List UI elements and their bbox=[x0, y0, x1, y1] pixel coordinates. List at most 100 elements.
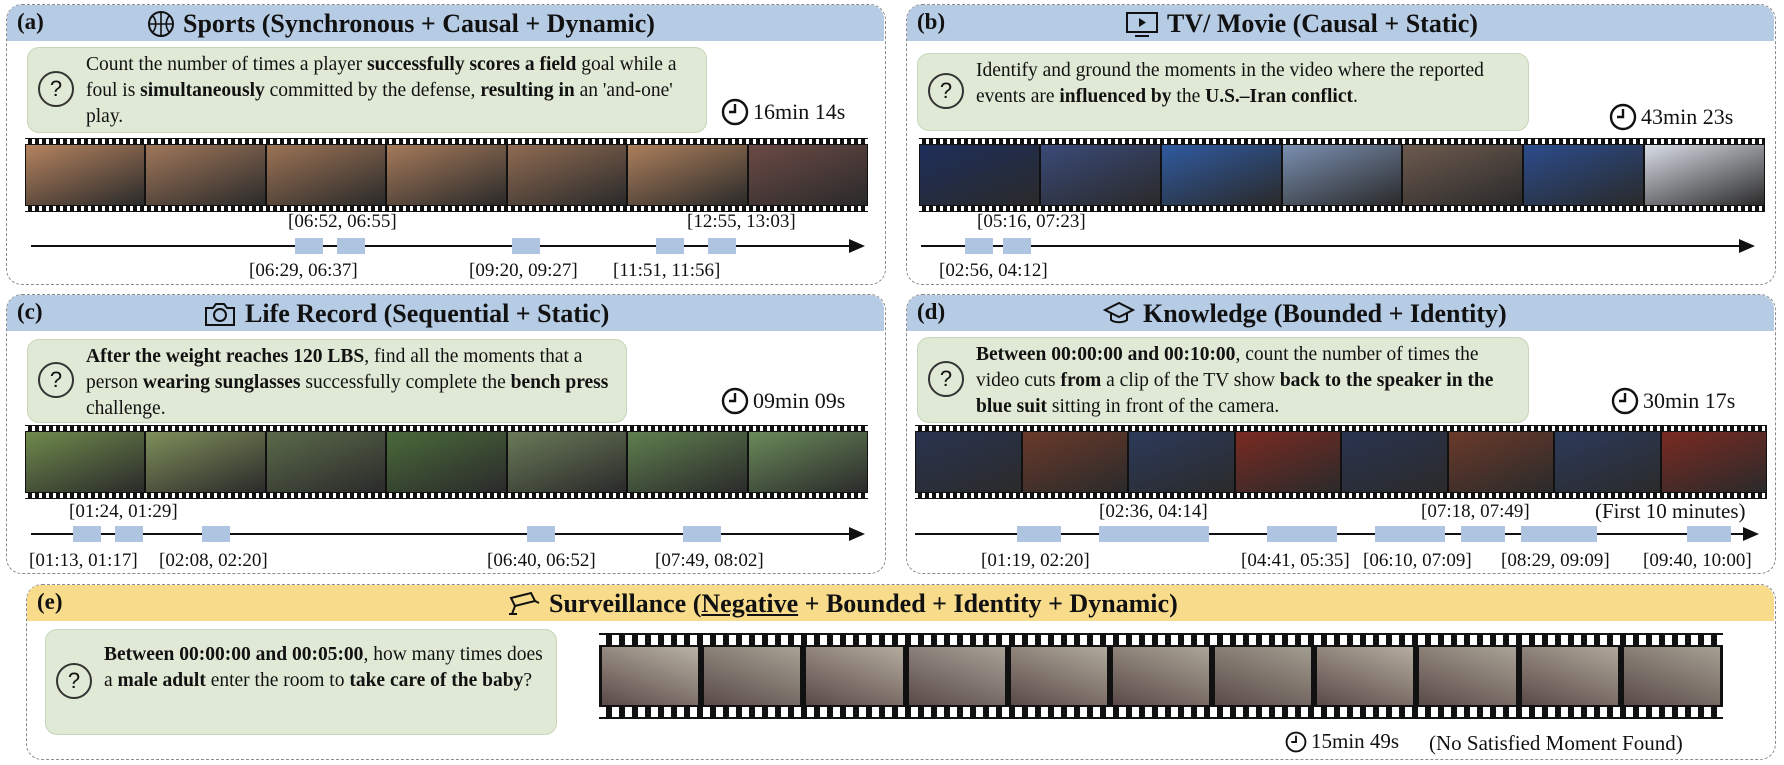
timeline-arrow bbox=[1743, 527, 1759, 541]
video-frame bbox=[26, 432, 145, 492]
panel-title: Surveillance (Negative + Bounded + Ident… bbox=[507, 589, 1178, 619]
question-text-run: committed by the defense, bbox=[264, 80, 481, 101]
question-icon: ? bbox=[56, 663, 92, 699]
video-frame bbox=[1282, 145, 1402, 205]
question-text-run: bench press bbox=[510, 372, 609, 393]
duration-text: 43min 23s bbox=[1641, 104, 1734, 129]
video-frame bbox=[146, 432, 265, 492]
ground-truth-segment bbox=[202, 526, 230, 542]
question-text-run: goal while a foul is bbox=[86, 54, 677, 101]
question-text-run: , find all the moments that a person bbox=[86, 346, 583, 393]
cctv-camera-icon bbox=[509, 591, 540, 615]
ground-truth-segment bbox=[295, 238, 323, 254]
graduation-cap-icon bbox=[1103, 301, 1135, 324]
segment-label: [11:51, 11:56] bbox=[613, 260, 721, 281]
video-frame bbox=[1419, 647, 1516, 705]
video-frame bbox=[1040, 145, 1160, 205]
ground-truth-segment bbox=[656, 238, 684, 254]
timeline-arrow bbox=[849, 239, 865, 253]
ground-truth-segment bbox=[1003, 238, 1031, 254]
duration-text: 30min 17s bbox=[1643, 388, 1736, 413]
ground-truth-segment bbox=[683, 526, 721, 542]
video-frame bbox=[1448, 432, 1553, 492]
question-text-run: influenced by bbox=[1059, 86, 1172, 107]
question-icon: ? bbox=[38, 71, 74, 107]
question-text-run: U.S.–Iran conflict bbox=[1205, 86, 1353, 107]
question-text-run: Between 00:00:00 and 00:05:00 bbox=[104, 644, 364, 665]
video-frame bbox=[806, 647, 903, 705]
question-text-run: . bbox=[1352, 86, 1358, 107]
panel-tag: (d) bbox=[917, 299, 946, 324]
panel-header bbox=[907, 5, 1774, 41]
segment-label: [01:19, 02:20] bbox=[981, 550, 1090, 571]
question-text-run: wearing sunglasses bbox=[142, 372, 301, 393]
question-text-run: an 'and-one' play. bbox=[86, 80, 673, 127]
segment-label: [09:40, 10:00] bbox=[1643, 550, 1752, 571]
timeline-axis bbox=[31, 533, 851, 535]
video-frame bbox=[1555, 432, 1660, 492]
ground-truth-segment bbox=[115, 526, 143, 542]
video-frame bbox=[1022, 432, 1127, 492]
ground-truth-segment bbox=[512, 238, 540, 254]
question-box: ? Count the number of times a player suc… bbox=[27, 47, 707, 133]
video-frame bbox=[628, 432, 747, 492]
question-text-run: Between 00:00:00 and 00:10:00 bbox=[976, 344, 1236, 365]
video-frame-strip bbox=[25, 425, 868, 499]
ground-truth-segment bbox=[1017, 526, 1061, 542]
segment-label: [06:10, 07:09] bbox=[1363, 550, 1472, 571]
question-text-run: challenge. bbox=[86, 398, 166, 419]
panel-title: TV/ Movie (Causal + Static) bbox=[1167, 9, 1478, 38]
segment-label: [06:29, 06:37] bbox=[249, 260, 358, 281]
video-frame bbox=[1215, 647, 1312, 705]
question-text: After the weight reaches 120 LBS, find a… bbox=[86, 346, 608, 419]
question-text-run: Count the number of times a player bbox=[86, 54, 368, 75]
question-text-run: , how many times does a bbox=[104, 644, 543, 691]
duration: 09min 09s bbox=[721, 387, 845, 415]
ground-truth-segment bbox=[1375, 526, 1445, 542]
segment-label: [02:36, 04:14] bbox=[1099, 501, 1208, 522]
clock-icon bbox=[721, 98, 749, 126]
question-text-run: sitting in front of the camera. bbox=[1046, 396, 1280, 417]
video-frame-strip bbox=[915, 425, 1767, 499]
video-frame bbox=[748, 145, 867, 205]
video-frame bbox=[507, 432, 627, 492]
panel-title: Sports (Synchronous + Causal + Dynamic) bbox=[183, 9, 655, 38]
panel-title: Life Record (Sequential + Static) bbox=[245, 299, 610, 328]
panel-tag: (a) bbox=[17, 9, 44, 34]
title-run: Surveillance ( bbox=[549, 589, 702, 618]
video-frame bbox=[1623, 647, 1720, 705]
question-icon: ? bbox=[928, 73, 964, 109]
video-frame bbox=[387, 145, 506, 205]
video-frame bbox=[1129, 432, 1234, 492]
video-frame bbox=[1342, 432, 1447, 492]
ground-truth-segment bbox=[73, 526, 101, 542]
duration-text: 16min 14s bbox=[753, 99, 846, 124]
panel-tag: (b) bbox=[917, 9, 946, 34]
video-frame bbox=[146, 145, 265, 205]
video-frame bbox=[1403, 145, 1523, 205]
panel-title: Knowledge (Bounded + Identity) bbox=[1143, 299, 1507, 328]
segment-label: [12:55, 13:03] bbox=[687, 211, 796, 232]
video-frame bbox=[748, 432, 867, 492]
segment-label: [06:52, 06:55] bbox=[288, 211, 397, 232]
question-box: ? Between 00:00:00 and 00:10:00, count t… bbox=[917, 337, 1529, 423]
video-frame bbox=[507, 145, 627, 205]
segment-label: [07:18, 07:49] bbox=[1421, 501, 1530, 522]
clock-icon bbox=[1611, 387, 1639, 415]
segment-label: [01:13, 01:17] bbox=[29, 550, 138, 571]
clock-icon bbox=[721, 387, 749, 415]
panel-surveillance: (e) Surveillance (Negative + Bounded + I… bbox=[26, 584, 1776, 760]
video-frame bbox=[1235, 432, 1340, 492]
duration-text: 09min 09s bbox=[753, 388, 846, 413]
ground-truth-segment bbox=[1267, 526, 1337, 542]
timeline-arrow bbox=[1739, 239, 1755, 253]
question-text-run: from bbox=[1060, 370, 1102, 391]
duration-text: 15min 49s bbox=[1311, 729, 1400, 753]
duration: 16min 14s bbox=[721, 98, 845, 126]
panel-sports: (a) Sports (Synchronous + Causal + Dynam… bbox=[6, 4, 886, 285]
video-frame bbox=[908, 647, 1005, 705]
tv-icon bbox=[1126, 12, 1158, 37]
segment-label: [09:20, 09:27] bbox=[469, 260, 578, 281]
timeline-arrow bbox=[849, 527, 865, 541]
panel-tag: (e) bbox=[37, 589, 63, 614]
